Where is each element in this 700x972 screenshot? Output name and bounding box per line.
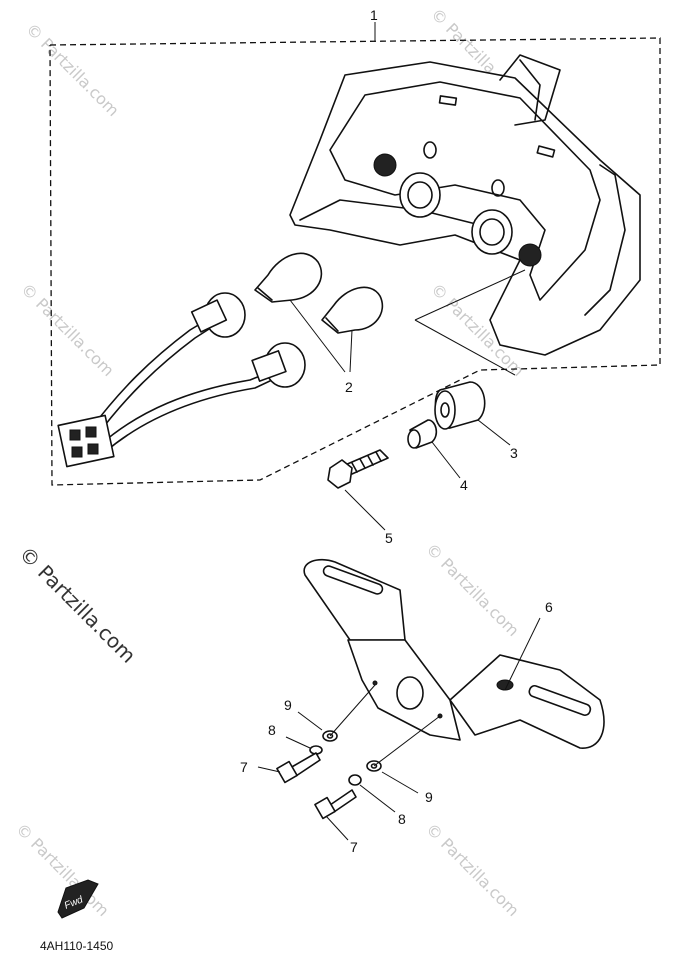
watermark-lower-right: © Partzilla.com <box>422 539 523 640</box>
callout-2: 2 <box>345 379 353 395</box>
taillight-housing <box>289 54 641 356</box>
small-fasteners <box>327 381 511 531</box>
callout-3: 3 <box>510 445 518 461</box>
callout-5: 5 <box>385 530 393 546</box>
wiring-harness <box>57 292 306 468</box>
watermark-bottom-right: © Partzilla.com <box>422 819 523 920</box>
bulbs <box>254 252 384 373</box>
callouts: 1 2 3 4 5 6 9 8 7 9 8 7 <box>240 7 553 855</box>
watermark-mid-left: © Partzilla.com <box>17 279 118 380</box>
catalog-code: 4AH110-1450 <box>40 939 113 953</box>
mounting-hardware <box>257 684 441 841</box>
callout-8-upper: 8 <box>268 722 276 738</box>
callout-8-lower: 8 <box>398 811 406 827</box>
callout-7-upper: 7 <box>240 759 248 775</box>
forward-arrow-icon: Fwd <box>57 879 99 919</box>
callout-7-lower: 7 <box>350 839 358 855</box>
watermark-top-left: © Partzilla.com <box>22 19 123 120</box>
leader-lines <box>414 269 526 376</box>
watermark-main: © Partzilla.com <box>14 542 140 668</box>
callout-4: 4 <box>460 477 468 493</box>
callout-1: 1 <box>370 7 378 23</box>
callout-6: 6 <box>545 599 553 615</box>
license-bracket <box>303 558 605 749</box>
callout-9-upper: 9 <box>284 697 292 713</box>
assembly-boundary <box>49 22 661 486</box>
callout-9-lower: 9 <box>425 789 433 805</box>
